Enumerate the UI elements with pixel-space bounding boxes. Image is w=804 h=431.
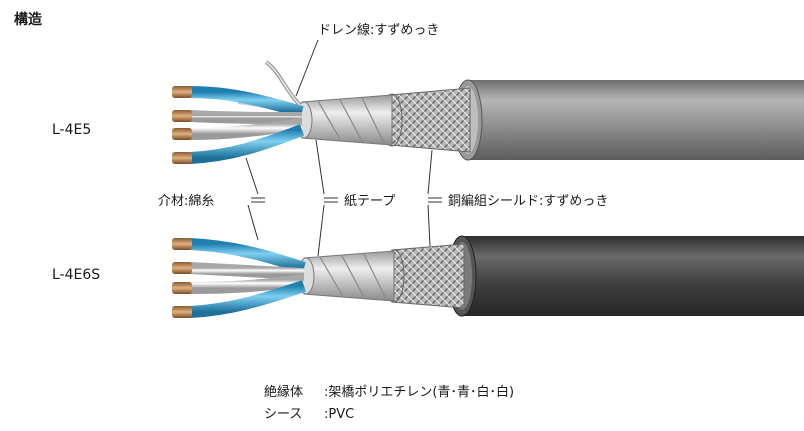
callout-filler: 介材:綿糸 [158,194,214,209]
sheath-bottom [462,236,804,316]
wire-blue-1-top [189,86,304,118]
model-label-bottom: L-4E6S [52,267,100,283]
callout-braid-shield: 銅編組シールド:すずめっき [448,193,608,209]
section-title: 構造 [14,11,42,28]
wire-white-2-top [189,118,303,140]
legend-sheath-value: :PVC [324,407,354,422]
legend-insulation-label: 絶縁体 [264,384,303,400]
wire-white-2-bottom [189,274,305,294]
cable-top [172,60,804,164]
cable-bottom [172,235,804,318]
wire-blue-2-top [189,124,305,164]
wire-white-1-top [189,110,303,124]
wire-blue-1-bottom [189,238,306,274]
legend-sheath-label: シース [264,407,302,422]
callout-drain-wire: ドレン線:すずめっき [318,22,439,38]
callout-paper-tape: 紙テープ [344,194,395,209]
sheath-top [468,80,804,160]
paper-tape-bottom [303,250,395,302]
paper-tape-top [301,94,393,146]
wire-white-1-bottom [189,262,305,280]
wire-blue-2-bottom [189,280,306,318]
legend-insulation-value: :架橋ポリエチレン(青･青･白･白) [324,384,514,400]
model-label-top: L-4E5 [52,122,91,138]
callout-leaders [245,39,442,257]
